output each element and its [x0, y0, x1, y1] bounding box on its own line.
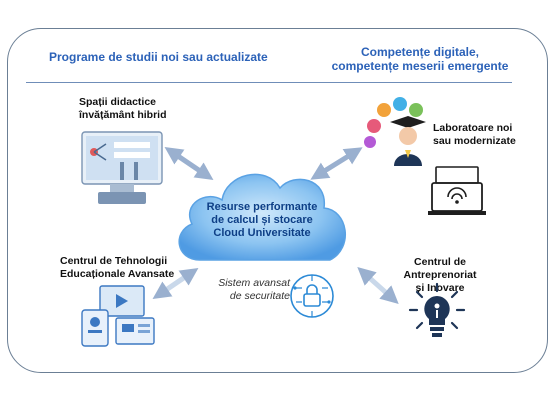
graduate-lab-icon	[364, 97, 426, 166]
laptop-wifi-icon	[428, 166, 486, 215]
label-innovation-center-line2: și Inovare	[415, 282, 465, 294]
label-edtech-center: Centrul de Tehnologii Educaționale Avans…	[60, 255, 174, 281]
header-right-title: Competențe digitale, competențe meserii …	[330, 45, 510, 73]
arrow-top-left	[164, 146, 214, 181]
header-divider	[26, 82, 512, 83]
monitor-circuit-icon	[81, 131, 163, 204]
arrow-bottom-left	[152, 267, 199, 300]
label-new-labs-line2: sau modernizate	[433, 135, 516, 147]
security-lock-icon	[290, 274, 334, 318]
header-left-title: Programe de studii noi sau actualizate	[49, 50, 268, 64]
label-hybrid-spaces-line2: învățământ hibrid	[79, 109, 167, 121]
label-hybrid-spaces: Spații didactice învățământ hibrid	[79, 96, 167, 122]
cloud-icon	[178, 173, 346, 261]
cloud-label-line2: de calcul și stocare	[211, 214, 313, 226]
security-label: Sistem avansat de securitate	[212, 277, 290, 303]
arrow-top-right	[310, 147, 363, 180]
security-label-line2: de securitate	[229, 290, 290, 302]
header-right-line2: competențe meserii emergente	[331, 59, 509, 73]
label-new-labs: Laboratoare noi sau modernizate	[433, 122, 516, 148]
label-new-labs-line1: Laboratoare noi	[433, 122, 513, 134]
arrow-bottom-right	[357, 267, 399, 304]
label-innovation-center-line1: Centrul de Antreprenoriat	[403, 256, 477, 281]
label-edtech-center-line2: Educaționale Avansate	[60, 268, 175, 280]
edtech-devices-icon	[81, 285, 155, 347]
label-edtech-center-line1: Centrul de Tehnologii	[60, 255, 168, 267]
cloud-label-line1: Resurse performante	[206, 201, 318, 213]
security-label-line1: Sistem avansat	[218, 277, 290, 289]
label-hybrid-spaces-line1: Spații didactice	[79, 96, 157, 108]
cloud-label-line3: Cloud Universitate	[213, 227, 311, 239]
lightbulb-idea-icon	[408, 282, 466, 337]
label-innovation-center: Centrul de Antreprenoriat și Inovare	[378, 256, 502, 295]
cloud-label: Resurse performante de calcul și stocare…	[192, 201, 332, 240]
diagram-frame	[7, 28, 548, 373]
header-right-line1: Competențe digitale,	[360, 45, 479, 59]
